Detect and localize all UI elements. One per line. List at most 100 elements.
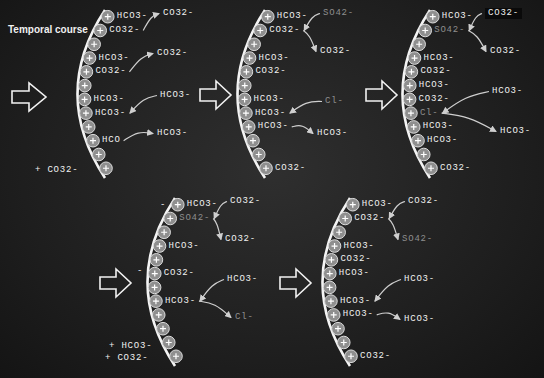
bead-plus — [407, 96, 413, 102]
bead-circle — [78, 93, 91, 106]
ion-label: CO32- — [440, 163, 471, 174]
ion-label: CO32- — [109, 25, 140, 36]
bead — [87, 134, 100, 147]
bead-plus — [342, 215, 348, 221]
bead-plus — [103, 165, 109, 171]
bead — [148, 281, 161, 294]
flow-arrow — [375, 280, 401, 302]
bead — [164, 212, 177, 225]
bead-circle — [150, 254, 163, 267]
ion-label: CO32- — [408, 196, 439, 207]
ion-label: HCO3- — [95, 108, 126, 119]
bead — [158, 226, 171, 239]
ion-label: CO32- — [163, 8, 194, 19]
ion-label: HCO3- — [424, 53, 455, 64]
bead-circle — [162, 336, 175, 349]
ion-label: + CO32- — [105, 353, 148, 364]
bead-plus — [87, 55, 93, 61]
ion-label: CO32- — [164, 268, 195, 279]
ion-label: CO32- — [225, 234, 256, 245]
bead — [83, 52, 96, 65]
bead-plus — [331, 312, 337, 318]
bead — [332, 322, 345, 335]
bead-circle — [248, 38, 261, 51]
bead-circle — [247, 134, 260, 147]
ion-label: HCO3- — [227, 274, 258, 285]
flow-arrow — [199, 301, 231, 317]
bead-circle — [327, 309, 340, 322]
bead-plus — [82, 96, 88, 102]
bead-plus — [336, 229, 342, 235]
ion-label: HCO3- — [339, 268, 370, 279]
bead-plus — [166, 339, 172, 345]
bead-plus — [97, 27, 103, 33]
ion-label: HCO3- — [255, 108, 286, 119]
bead-plus — [328, 257, 334, 263]
bead-plus — [96, 151, 102, 157]
ion-label: HCO3- — [492, 86, 523, 97]
bead-circle — [323, 267, 336, 280]
ion-label: HCO3- — [117, 11, 148, 22]
bead-circle — [238, 93, 251, 106]
bead-plus — [422, 27, 428, 33]
bead-plus — [265, 14, 271, 20]
bead-circle — [412, 134, 425, 147]
ion-label: HCO3- — [94, 94, 125, 105]
bead — [78, 93, 91, 106]
bead-circle — [148, 281, 161, 294]
bead-circle — [240, 107, 253, 120]
bead — [345, 350, 358, 363]
time-arrow — [100, 269, 131, 297]
bead — [101, 10, 114, 23]
bead — [247, 134, 260, 147]
bead — [148, 267, 161, 280]
ion-label: Cl- — [325, 96, 344, 107]
bead — [333, 226, 346, 239]
bead — [413, 38, 426, 51]
ion-label: HCO3- — [500, 126, 531, 137]
bead-circle — [158, 226, 171, 239]
ion-label: Cl- — [420, 108, 439, 119]
bead-circle — [238, 79, 251, 92]
ion-label: + HCO3- — [109, 341, 152, 352]
bead-plus — [341, 339, 347, 345]
bead — [412, 134, 425, 147]
bead — [78, 79, 91, 92]
bead-plus — [428, 165, 434, 171]
bead-circle — [323, 281, 336, 294]
bead-plus — [348, 353, 354, 359]
bead-plus — [407, 83, 413, 89]
bead-plus — [328, 298, 334, 304]
ion-label: SO42- — [323, 8, 354, 19]
bead-circle — [164, 212, 177, 225]
bead-circle — [325, 254, 338, 267]
ion-label: HCO — [102, 135, 121, 146]
bead-plus — [105, 14, 111, 20]
bead-circle — [157, 322, 170, 335]
bead-plus — [421, 151, 427, 157]
bead — [94, 24, 107, 37]
bead-plus — [250, 138, 256, 144]
bead-circle — [339, 212, 352, 225]
bead-plus — [152, 284, 158, 290]
bead — [426, 10, 439, 23]
bead — [327, 309, 340, 322]
bead-circle — [171, 198, 184, 211]
bead — [150, 254, 163, 267]
ion-label: HCO3- — [427, 135, 458, 146]
bead-plus — [430, 14, 436, 20]
bead — [328, 240, 341, 253]
ion-label: CO32- — [157, 48, 188, 59]
bead-circle — [345, 350, 358, 363]
bead-plus — [157, 243, 163, 249]
bead-circle — [78, 79, 91, 92]
bead-plus — [408, 110, 414, 116]
ion-label: HCO3- — [404, 274, 435, 285]
bead-plus — [415, 138, 421, 144]
ion-label: HCO3- — [317, 128, 348, 139]
bead-plus — [167, 215, 173, 221]
charge-sign: - — [137, 266, 143, 277]
bead-circle — [332, 322, 345, 335]
bead — [254, 24, 267, 37]
